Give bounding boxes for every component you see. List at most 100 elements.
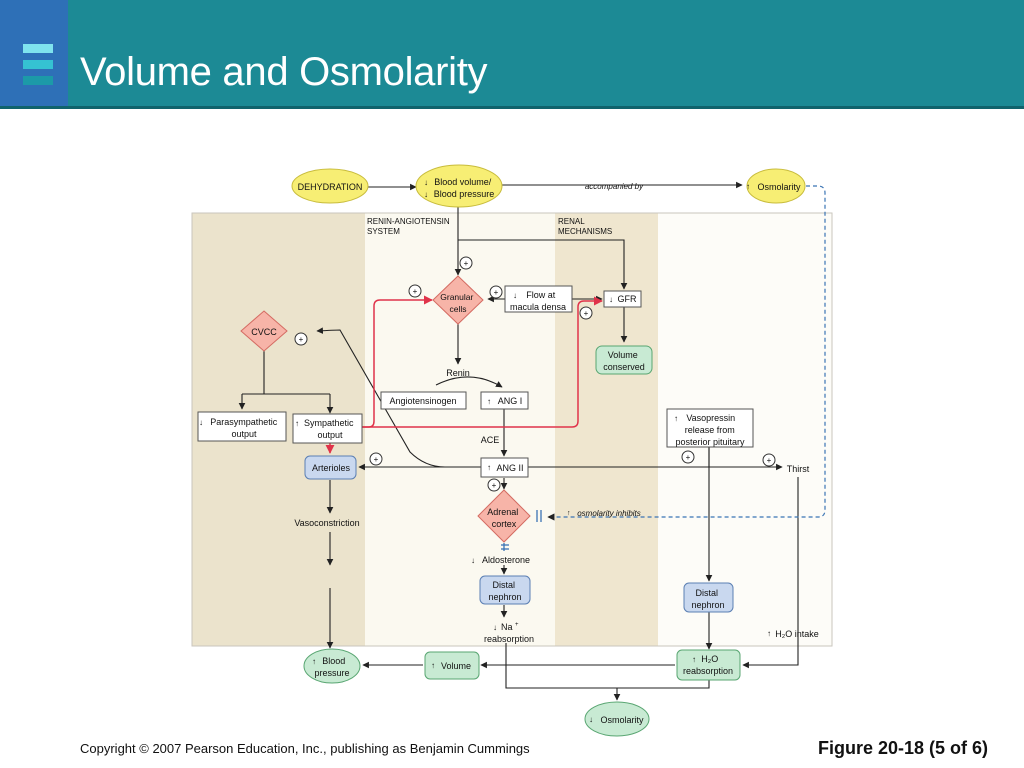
increase-arrow-icon: ↑ bbox=[487, 397, 491, 406]
svg-text:Distal nephron: Distal nephron bbox=[691, 588, 724, 610]
decrease-arrow-icon: ↓ bbox=[513, 291, 517, 300]
header-underline bbox=[0, 106, 1024, 109]
gfr-node: GFR ↓ bbox=[603, 290, 642, 308]
h2o-reabsorption-node: H₂O reabsorption ↑ bbox=[676, 649, 741, 681]
cvcc-node: CVCC bbox=[240, 310, 288, 352]
granular-label: Granular bbox=[440, 292, 473, 302]
plus-sign-icon: + bbox=[584, 309, 589, 318]
arterioles-label: Arterioles bbox=[312, 463, 351, 473]
slide-header bbox=[0, 0, 1024, 106]
vasopressin-label: Vasopressin bbox=[686, 413, 735, 423]
decrease-arrow-icon: ↓ bbox=[609, 295, 613, 304]
zone-label-renal-mechanisms: RENAL MECHANISMS bbox=[558, 217, 612, 236]
plus-sign-icon: + bbox=[494, 288, 499, 297]
thirst-label: Thirst bbox=[787, 464, 810, 474]
nephron-label: nephron bbox=[488, 592, 521, 602]
adrenal-cortex-node: Adrenal cortex bbox=[477, 489, 531, 543]
adrenal-label: Adrenal bbox=[487, 507, 518, 517]
plus-sign-icon: + bbox=[299, 335, 304, 344]
ang2-node: ANG II ↑ bbox=[480, 457, 529, 478]
parasympathetic-node: Parasympathetic output ↓ bbox=[197, 411, 287, 442]
plus-signs: + + + + + + + + + bbox=[294, 256, 776, 492]
osmolarity-bottom-label: Osmolarity bbox=[600, 715, 644, 725]
svg-text:Distal nephron: Distal nephron bbox=[488, 580, 521, 602]
na-reabsorption-group: Na reabsorption + ↓ bbox=[484, 622, 534, 644]
increase-arrow-icon: ↑ bbox=[692, 655, 696, 664]
angiotensinogen-node: Angiotensinogen bbox=[380, 391, 467, 410]
plus-sign-icon: + bbox=[413, 287, 418, 296]
distal-label: Distal bbox=[695, 588, 718, 598]
osmolarity-inhibits-label: osmolarity inhibits bbox=[577, 509, 641, 518]
osmolarity-feedback-line bbox=[547, 185, 826, 521]
h2o-intake-group: H₂O intake ↑ bbox=[767, 629, 819, 639]
figure-label: Figure 20-18 (5 of 6) bbox=[817, 738, 988, 758]
macula-densa-label: macula densa bbox=[510, 302, 566, 312]
sympathetic-label: Sympathetic bbox=[304, 418, 354, 428]
plus-sign-icon: + bbox=[686, 453, 691, 462]
osmolarity-top-label: Osmolarity bbox=[757, 182, 801, 192]
cvcc-label: CVCC bbox=[251, 327, 277, 337]
gfr-label: GFR bbox=[618, 294, 637, 304]
volume-label: Volume bbox=[441, 661, 471, 671]
decrease-arrow-icon: ↓ bbox=[493, 623, 497, 632]
cortex-label: cortex bbox=[492, 519, 517, 529]
ang1-node: ANG I ↑ bbox=[480, 391, 529, 410]
h2o-intake-label: H₂O intake bbox=[775, 629, 819, 639]
ang2-label: ANG II bbox=[496, 463, 523, 473]
decrease-arrow-icon: ↓ bbox=[199, 418, 203, 427]
vasoconstriction-label: Vasoconstriction bbox=[294, 518, 359, 528]
angiotensinogen-label: Angiotensinogen bbox=[389, 396, 456, 406]
cells-label: cells bbox=[449, 304, 466, 314]
distal-nephron-right-node: Distal nephron bbox=[683, 582, 734, 613]
decrease-arrow-icon: ↓ bbox=[589, 715, 593, 724]
decrease-arrow-icon: ↓ bbox=[471, 556, 475, 565]
volume-conserved-label: Volume bbox=[608, 350, 638, 360]
granular-cells-node: Granular cells bbox=[432, 275, 484, 325]
svg-text:Adrenal cortex: Adrenal cortex bbox=[487, 507, 521, 529]
increase-arrow-icon: ↑ bbox=[295, 419, 299, 428]
conserved-label: conserved bbox=[603, 362, 645, 372]
renin-label: Renin bbox=[446, 368, 470, 378]
arterioles-node: Arterioles bbox=[304, 455, 357, 480]
svg-text:Parasympathetic output: Parasympathetic output bbox=[210, 417, 280, 439]
svg-text:Na reabsorption: Na reabsorption bbox=[484, 622, 534, 644]
blood-label: Blood bbox=[322, 656, 345, 666]
slide-logo bbox=[0, 0, 68, 106]
svg-text:Sympathetic output: Sympathetic output bbox=[304, 418, 356, 440]
inhibition-markers bbox=[501, 510, 542, 551]
sympathetic-output-label: output bbox=[317, 430, 343, 440]
increase-arrow-icon: ↑ bbox=[487, 463, 491, 472]
plus-sign-icon: + bbox=[374, 455, 379, 464]
flow-at-label: Flow at bbox=[526, 290, 556, 300]
svg-text:Flow at macula densa: Flow at macula densa bbox=[510, 290, 566, 312]
plus-sign-icon: + bbox=[492, 481, 497, 490]
logo-bar-middle bbox=[23, 60, 53, 69]
pressure-label: pressure bbox=[314, 668, 349, 678]
distal-nephron-left-node: Distal nephron bbox=[479, 575, 531, 605]
aldosterone-label: Aldosterone bbox=[482, 555, 530, 565]
slide-title: Volume and Osmolarity bbox=[80, 50, 488, 94]
increase-arrow-icon: ↑ bbox=[746, 182, 750, 191]
blood-volume-label: Blood volume/ bbox=[434, 177, 492, 187]
increase-arrow-icon: ↑ bbox=[431, 661, 435, 670]
increase-arrow-icon: ↑ bbox=[567, 510, 571, 517]
nephron-label: nephron bbox=[691, 600, 724, 610]
accompanied-by-label: accompanied by bbox=[585, 182, 644, 191]
aldosterone-label-group: Aldosterone ↓ bbox=[471, 555, 530, 565]
release-from-label: release from bbox=[685, 425, 735, 435]
blood-volume-node: Blood volume/ Blood pressure ↓ ↓ bbox=[415, 164, 503, 208]
distal-label: Distal bbox=[492, 580, 515, 590]
increase-arrow-icon: ↑ bbox=[312, 657, 316, 666]
copyright-notice: Copyright © 2007 Pearson Education, Inc.… bbox=[80, 741, 530, 756]
parasympathetic-output-label: output bbox=[231, 429, 257, 439]
svg-text:H₂O reabsorption: H₂O reabsorption bbox=[683, 654, 733, 676]
flow-macula-densa-node: Flow at macula densa ↓ bbox=[504, 285, 573, 313]
connectors bbox=[238, 181, 799, 701]
logo-bar-top bbox=[23, 44, 53, 53]
dehydration-node: DEHYDRATION bbox=[291, 168, 369, 204]
svg-text:Granular cells: Granular cells bbox=[440, 292, 475, 314]
blood-pressure-label: Blood pressure bbox=[434, 189, 495, 199]
osmolarity-inhibits-group: osmolarity inhibits ↑ bbox=[567, 509, 641, 518]
decrease-arrow-icon: ↓ bbox=[424, 190, 428, 199]
